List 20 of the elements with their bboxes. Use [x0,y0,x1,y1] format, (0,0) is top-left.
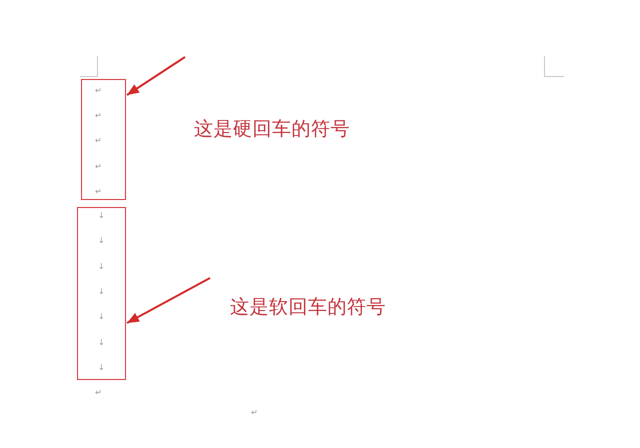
arrow [126,56,186,96]
return-mark: ↓ [98,286,105,296]
return-mark: ↵ [95,162,102,171]
return-mark: ↓ [98,362,105,372]
return-mark: ↓ [98,211,105,220]
return-mark: ↓ [98,312,105,322]
return-mark: ↵ [95,388,102,397]
arrow [126,277,210,324]
annotation-text: 这是软回车的符号 [230,297,386,319]
return-mark: ↵ [95,136,102,146]
return-mark: ↓ [98,262,105,271]
annotation-text: 这是硬回车的符号 [194,119,350,141]
return-mark: ↵ [95,111,102,120]
return-mark: ↓ [98,236,105,246]
return-mark: ↓ [98,338,105,346]
highlight-box [77,207,126,380]
return-mark: ↵ [251,408,258,417]
return-mark: ↵ [95,86,102,95]
return-mark: ↵ [95,186,102,196]
highlight-box [81,79,126,200]
